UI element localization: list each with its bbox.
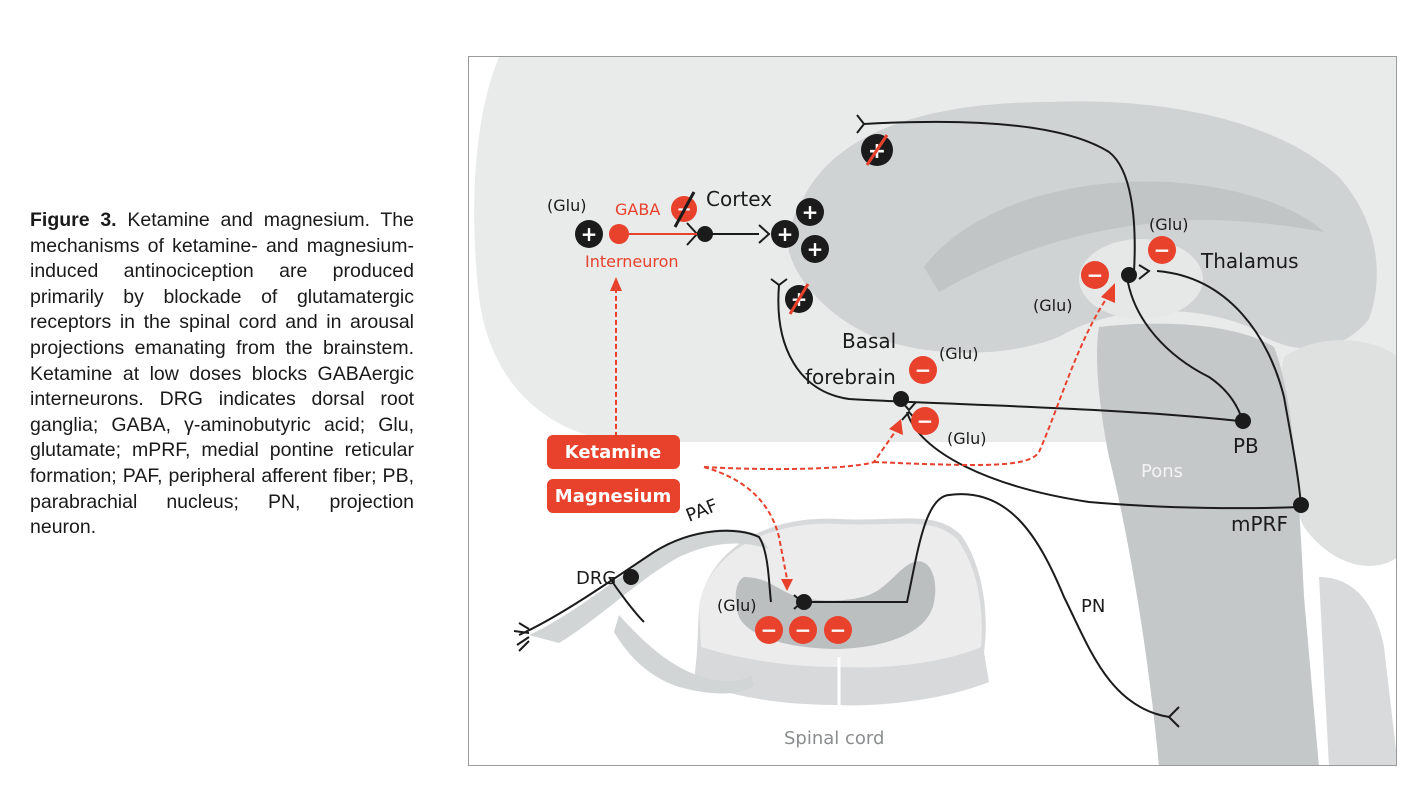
spinal-gray-matter — [735, 561, 936, 649]
minus-badges: − − − − − − − − — [671, 191, 1176, 644]
bf-to-pb-axon — [777, 284, 1240, 422]
drug-arrows — [615, 289, 1110, 580]
minus-badge-thal-left: − — [1081, 261, 1109, 289]
thalamus-to-mprf-axon — [1156, 270, 1302, 508]
plus-sign: + — [777, 222, 794, 246]
glu-cortex-label: (Glu) — [547, 196, 586, 215]
figure-label: Figure 3. — [30, 209, 117, 231]
cortex-neuron — [697, 226, 713, 242]
arrowhead-thalamus — [1101, 283, 1115, 303]
arrowhead-interneuron — [610, 277, 622, 291]
plus-badge-interneuron: + — [575, 220, 603, 248]
plus-sign: + — [581, 222, 598, 246]
drg-nerve-lower — [614, 615, 754, 694]
magnesium-box — [547, 479, 680, 513]
thalamus-label: Thalamus — [1200, 249, 1299, 273]
ketamine-label: Ketamine — [565, 442, 662, 463]
glu-thal-top-label: (Glu) — [1149, 215, 1188, 234]
plus-sign: + — [802, 200, 819, 224]
arrowhead-spinal — [781, 579, 793, 591]
caption-text: Ketamine and magnesium. The mechanisms o… — [30, 209, 414, 539]
paf-axon — [518, 529, 772, 636]
spinal-cord-label: Spinal cord — [784, 728, 884, 749]
structure-labels: Cortex Thalamus Basal forebrain PB mPRF … — [547, 187, 1299, 749]
gaba-label: GABA — [615, 200, 660, 219]
thalamus-neuron — [1121, 267, 1137, 283]
minus-sign: − — [915, 358, 932, 382]
glu-bf-bottom-label: (Glu) — [947, 429, 986, 448]
pb-neuron — [1235, 413, 1251, 429]
glu-spinal-label: (Glu) — [717, 596, 756, 615]
pons-label: Pons — [1141, 461, 1183, 482]
drg-fibers — [513, 622, 530, 652]
minus-sign: − — [795, 618, 812, 642]
plus-badge-cortex-top: + — [861, 134, 893, 166]
brainstem — [1097, 323, 1319, 765]
thalamus-to-pb-axon — [1126, 276, 1244, 423]
neuron-bodies — [623, 226, 1309, 610]
spinal-neuron — [796, 594, 812, 610]
cortex-label: Cortex — [706, 187, 772, 211]
arrow-to-thalamus — [873, 294, 1110, 466]
neuron-paths — [513, 114, 1302, 728]
anatomy-background — [474, 57, 1396, 765]
neuro-diagram: + + + + + + − − − − − − − − Ketamine Mag… — [474, 57, 1396, 765]
basal-label: Basal — [842, 329, 896, 353]
bf-neuron — [893, 391, 909, 407]
figure-panel: + + + + + + − − − − − − − − Ketamine Mag… — [468, 56, 1397, 766]
plus-badge-cortex-3: + — [801, 235, 829, 263]
arrow-heads — [610, 277, 1115, 591]
paf-label: PAF — [683, 495, 721, 527]
cortex-synapse — [758, 224, 771, 244]
arrow-to-bf — [703, 428, 898, 471]
minus-badge-thal-top: − — [1148, 236, 1176, 264]
forebrain-label: forebrain — [805, 365, 896, 389]
paf-branch — [608, 576, 645, 623]
minus-sign: − — [761, 618, 778, 642]
plus-sign: + — [807, 237, 824, 261]
glu-thal-left-label: (Glu) — [1033, 296, 1072, 315]
bf-top-synapse — [770, 278, 788, 287]
interneuron-label: Interneuron — [585, 252, 679, 271]
arrowhead-bf — [889, 419, 903, 435]
minus-badge-spinal-3: − — [824, 616, 852, 644]
plus-badges: + + + + + + — [575, 134, 893, 315]
drg-nerve-upper — [529, 529, 769, 643]
pn-terminal — [1168, 706, 1180, 728]
arrow-to-spinal — [703, 466, 788, 580]
minus-sign: − — [917, 409, 934, 433]
minus-badge-spinal-1: − — [755, 616, 783, 644]
corpus-callosum — [924, 181, 1324, 292]
plus-badge-cortex-1: + — [796, 198, 824, 226]
mprf-label: mPRF — [1231, 512, 1288, 536]
glu-bf-top-label: (Glu) — [939, 344, 978, 363]
figure-caption: Figure 3. Ketamine and magnesium. The me… — [30, 208, 414, 541]
minus-badge-spinal-2: − — [789, 616, 817, 644]
ketamine-box — [547, 435, 680, 469]
minus-sign: − — [830, 618, 847, 642]
cortex-descending-axon — [863, 120, 1136, 273]
minus-badge-gaba: − — [671, 191, 697, 228]
magnesium-label: Magnesium — [555, 486, 671, 507]
spinal-projection-axon — [804, 493, 1170, 718]
minus-sign: − — [1154, 238, 1171, 262]
drug-labels: Ketamine Magnesium — [547, 435, 680, 513]
thalamus-synapse — [1138, 264, 1151, 280]
mprf-neuron — [1293, 497, 1309, 513]
cortex-top-synapse — [856, 114, 866, 134]
minus-badge-bf-bottom: − — [911, 407, 939, 435]
pn-label: PN — [1081, 596, 1105, 617]
minus-sign: − — [1087, 263, 1104, 287]
plus-badge-bf-top: + — [785, 283, 813, 315]
pb-label: PB — [1233, 434, 1259, 458]
plus-badge-cortex-2: + — [771, 220, 799, 248]
bf-to-mprf-axon — [906, 411, 1302, 510]
drg-label: DRG — [576, 568, 616, 589]
drg-neuron — [623, 569, 639, 585]
cervical-column — [1319, 577, 1396, 765]
cerebellum — [1280, 340, 1396, 566]
interneuron-body — [609, 224, 629, 244]
minus-badge-bf-top: − — [909, 356, 937, 384]
